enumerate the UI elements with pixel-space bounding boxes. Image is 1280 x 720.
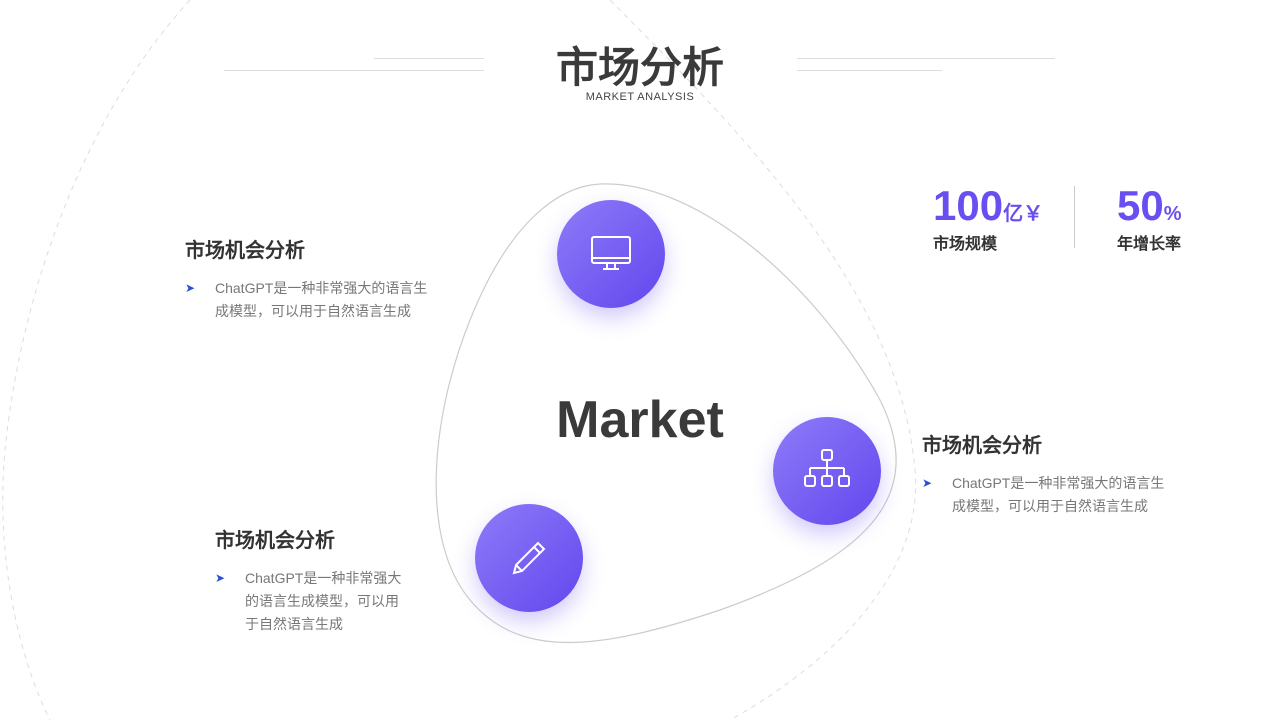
monitor-circle xyxy=(557,200,665,308)
block-title: 市场机会分析 xyxy=(185,240,305,262)
stat-growth: 50% 年增长率 xyxy=(1117,182,1182,254)
stat-divider xyxy=(1074,186,1075,248)
stat-market-size: 100亿￥ 市场规模 xyxy=(933,182,1043,254)
block-text: ChatGPT是一种非常强大的语言生成模型，可以用于自然语言生成 xyxy=(215,280,428,319)
title-line xyxy=(797,70,942,71)
pencil-icon xyxy=(512,541,546,575)
page-title: 市场分析 xyxy=(555,44,724,91)
org-chart-circle xyxy=(773,417,881,525)
block-title: 市场机会分析 xyxy=(922,435,1042,457)
stat-value: 100 xyxy=(933,182,1004,229)
title-line xyxy=(797,58,1055,59)
block-text: ChatGPT是一种非常强大的语言生成模型，可以用于自然语言生成 xyxy=(245,570,402,632)
page-subtitle: MARKET ANALYSIS xyxy=(585,91,695,103)
stat-label: 市场规模 xyxy=(933,236,998,253)
block-title: 市场机会分析 xyxy=(215,530,335,552)
stat-unit: % xyxy=(1163,203,1182,225)
block-bottom-left: 市场机会分析 ➤ ChatGPT是一种非常强大的语言生成模型，可以用于自然语言生成 xyxy=(215,524,415,636)
stat-unit: 亿￥ xyxy=(1003,203,1044,225)
arrow-bullet-icon: ➤ xyxy=(185,281,196,295)
pencil-circle xyxy=(475,504,583,612)
title-line xyxy=(224,70,484,71)
block-top-left: 市场机会分析 ➤ ChatGPT是一种非常强大的语言生成模型，可以用于自然语言生成 xyxy=(185,234,445,323)
arrow-bullet-icon: ➤ xyxy=(922,476,933,490)
arrow-bullet-icon: ➤ xyxy=(215,571,226,585)
monitor-icon xyxy=(591,236,631,270)
stat-label: 年增长率 xyxy=(1117,236,1182,253)
block-right: 市场机会分析 ➤ ChatGPT是一种非常强大的语言生成模型，可以用于自然语言生成 xyxy=(922,429,1182,518)
org-chart-icon xyxy=(804,449,850,487)
stat-value: 50 xyxy=(1117,182,1164,229)
block-text: ChatGPT是一种非常强大的语言生成模型，可以用于自然语言生成 xyxy=(952,475,1165,514)
title-line xyxy=(374,58,484,59)
center-label: Market xyxy=(556,391,724,449)
